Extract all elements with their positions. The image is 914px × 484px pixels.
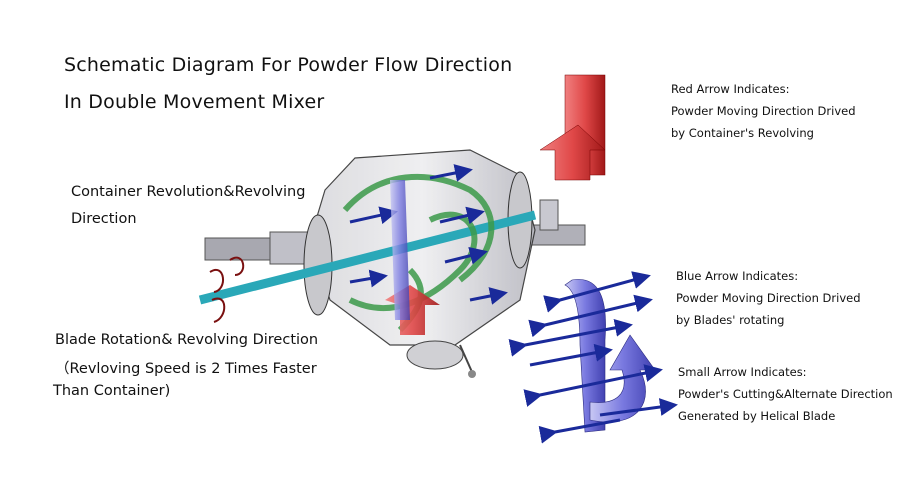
red-arrow-legend-icon (539, 74, 606, 181)
blade-label-1: Blade Rotation& Revolving Direction (55, 332, 319, 348)
small-legend-line-2: Generated by Helical Blade (678, 409, 836, 423)
blade-label-3: Than Container) (53, 383, 171, 399)
container-label-1: Container Revolution&Revolving (71, 184, 306, 200)
valve-handle-icon (468, 370, 476, 378)
drive-shaft-right (529, 199, 586, 246)
blade-shaft (198, 210, 537, 305)
discharge-valve (406, 340, 464, 370)
blade-label-2: （Revloving Speed is 2 Times Faster (55, 361, 317, 377)
rotation-arrows (209, 256, 245, 323)
blue-legend-line-1: Powder Moving Direction Drived (676, 291, 861, 305)
red-legend-line-1: Powder Moving Direction Drived (671, 104, 856, 118)
blue-legend: Blue Arrow Indicates: Powder Moving Dire… (676, 265, 861, 331)
red-legend-title: Red Arrow Indicates: (671, 82, 790, 96)
title-line-2: In Double Movement Mixer (64, 91, 325, 113)
red-legend: Red Arrow Indicates: Powder Moving Direc… (671, 78, 856, 144)
small-legend-title: Small Arrow Indicates: (678, 365, 807, 379)
container-label-2: Direction (71, 211, 137, 227)
drive-shaft-left (204, 231, 311, 265)
small-legend-line-1: Powder's Cutting&Alternate Direction (678, 387, 893, 401)
blue-legend-line-2: by Blades' rotating (676, 313, 785, 327)
blue-legend-title: Blue Arrow Indicates: (676, 269, 799, 283)
small-arrows-legend (508, 271, 678, 444)
title-line-1: Schematic Diagram For Powder Flow Direct… (64, 54, 513, 76)
red-legend-line-2: by Container's Revolving (671, 126, 814, 140)
small-arrows-body (349, 164, 508, 305)
small-legend: Small Arrow Indicates: Powder's Cutting&… (678, 361, 893, 427)
blue-arrow-inner (390, 180, 410, 320)
